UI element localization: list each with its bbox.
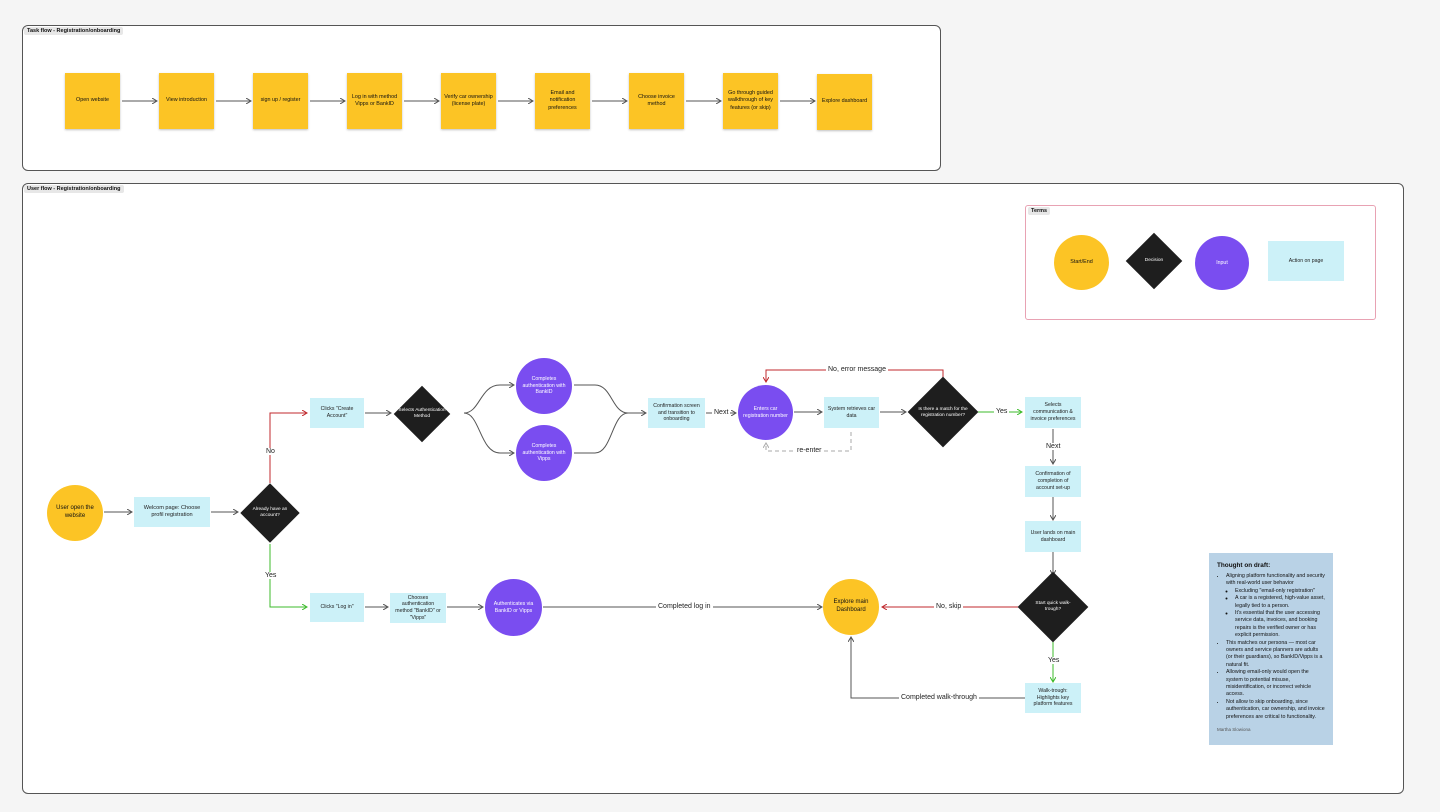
node-walkthrough[interactable]: Walk-trough: Highlights key platform fea… [1025, 683, 1081, 713]
edge-label-error: No, error message [826, 366, 888, 373]
node-lands-dashboard[interactable]: User lands on main dashboard [1025, 521, 1081, 552]
node-vipps-done[interactable]: Completes authentication with Vipps [516, 425, 572, 481]
edge-label-no: No [264, 448, 277, 455]
edge-label-yes-walk: Yes [1046, 657, 1062, 664]
task-step-6[interactable]: Email and notification preferences [535, 73, 590, 129]
node-auth-via[interactable]: Authenticates via BankID or Vipps [485, 579, 542, 636]
note-author: Martha Slowiona [1217, 727, 1251, 733]
user-flow-title: User flow - Registration/onboarding [24, 185, 124, 193]
node-clicks-login[interactable]: Clicks "Log in" [310, 593, 364, 622]
task-step-1[interactable]: Open website [65, 73, 120, 129]
edge-label-completed-login: Completed log in [656, 603, 713, 610]
node-explore-main[interactable]: Explore main Dashboard [823, 579, 879, 635]
reenter-connector [766, 432, 852, 452]
task-step-7[interactable]: Choose invoice method [629, 73, 684, 129]
task-step-9[interactable]: Explore dashboard [817, 74, 872, 130]
edge-label-next-prefs: Next [1044, 443, 1063, 450]
task-step-3[interactable]: sign up / register [253, 73, 308, 129]
task-step-8[interactable]: Go through guided walkthrough of key fea… [723, 73, 778, 129]
note-sub-bullet: It's essential that the user accessing s… [1235, 610, 1325, 640]
node-welcome[interactable]: Welcom page: Choose profil registration [134, 497, 210, 527]
edge-label-reenter: re-enter [795, 447, 824, 454]
node-confirmation-screen[interactable]: Confirmation screen and transition to on… [648, 398, 705, 428]
task-step-4[interactable]: Log in with method Vipps or BankID [347, 73, 402, 129]
node-select-prefs[interactable]: Selects communication & invoice preferen… [1025, 397, 1081, 428]
node-have-account: Already have an account? [252, 506, 288, 518]
note-bullet: Aligning platform functionality and secu… [1226, 573, 1325, 640]
thought-note: Thought on draft: Aligning platform func… [1209, 553, 1333, 745]
note-bullet: This matches our persona — most car owne… [1226, 640, 1325, 670]
node-system-retrieves[interactable]: System retrieves car data [824, 397, 879, 428]
node-enter-reg[interactable]: Enters car registration number [738, 385, 793, 440]
node-choose-auth-login[interactable]: Chooses authentication method "BankID" o… [390, 593, 446, 623]
edge-label-next: Next [712, 409, 731, 416]
edge-label-yes: Yes [263, 572, 279, 579]
task-step-2[interactable]: View introduction [159, 73, 214, 129]
task-flow-title: Task flow - Registration/onboarding [24, 27, 124, 35]
note-sub-bullet: Excluding "email-only registration" [1235, 588, 1325, 595]
legend-input: Input [1195, 236, 1249, 290]
node-confirm-complete[interactable]: Confirmation of completion of account se… [1025, 466, 1081, 497]
terms-title: Terms [1028, 207, 1051, 215]
node-quick-walk: Start quick walk-trough? [1035, 600, 1071, 612]
note-title: Thought on draft: [1217, 562, 1271, 569]
node-start[interactable]: User open the website [47, 485, 103, 541]
legend-action: Action on page [1268, 241, 1344, 281]
node-create-account[interactable]: Clicks "Create Account" [310, 398, 364, 428]
edge-label-completed-walk: Completed walk-through [899, 694, 979, 701]
node-bankid-done[interactable]: Completes authentication with BankID [516, 358, 572, 414]
note-bullet: Allowing email-only would open the syste… [1226, 669, 1325, 699]
note-bullet: Not allow to skip onboarding, since auth… [1226, 699, 1325, 721]
edge-label-no-skip: No, skip [934, 603, 964, 610]
edge-label-yes-match: Yes [994, 408, 1010, 415]
legend-start-end: Start/End [1054, 235, 1109, 290]
node-reg-match: Is there a match for the registration nu… [918, 406, 968, 418]
task-step-5[interactable]: Verify car ownership (license plate) [441, 73, 496, 129]
note-sub-bullet: A car is a registered, high-value asset,… [1235, 595, 1325, 610]
legend-decision: Decision [1144, 257, 1164, 263]
node-select-auth: Selects Authentication Method [398, 407, 446, 419]
